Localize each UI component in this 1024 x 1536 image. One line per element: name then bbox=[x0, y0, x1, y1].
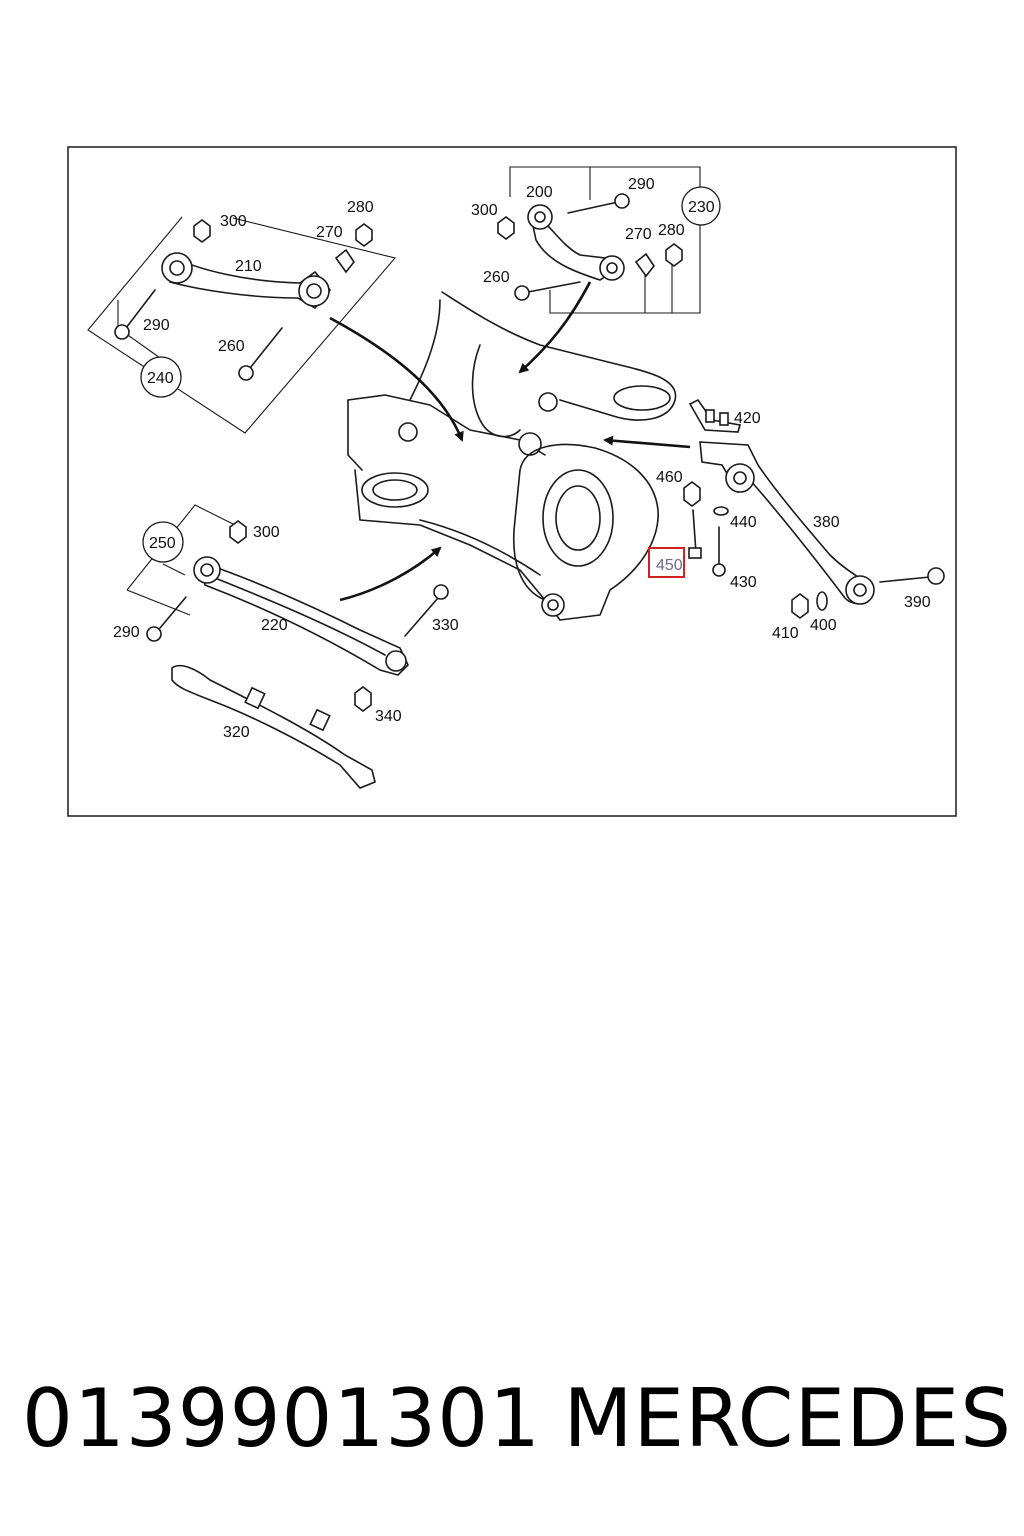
arrow-200-to-knuckle bbox=[518, 281, 592, 374]
arrow-220-to-knuckle bbox=[339, 546, 442, 602]
arrow-380-to-knuckle bbox=[603, 435, 691, 449]
label-300-lower: 300 bbox=[253, 524, 280, 541]
label-340: 340 bbox=[375, 708, 402, 725]
bolt-330 bbox=[404, 584, 449, 637]
arrow-210-to-knuckle bbox=[329, 316, 464, 442]
label-300-top: 300 bbox=[471, 202, 498, 219]
label-400: 400 bbox=[810, 617, 837, 634]
label-390: 390 bbox=[904, 594, 931, 611]
nut-460 bbox=[683, 481, 701, 507]
group-230-outline bbox=[509, 166, 701, 314]
group-250-outline bbox=[126, 504, 246, 616]
bolt-430 bbox=[712, 526, 726, 577]
label-430: 430 bbox=[730, 574, 757, 591]
brand-name: MERCEDES bbox=[563, 1371, 1012, 1465]
washer-270-top bbox=[634, 252, 655, 278]
label-240: 240 bbox=[147, 370, 174, 387]
bolt-450 bbox=[688, 509, 702, 559]
highlight-box-450 bbox=[648, 547, 685, 578]
nut-280-upper-left bbox=[355, 223, 373, 247]
label-220: 220 bbox=[261, 617, 288, 634]
label-330: 330 bbox=[432, 617, 459, 634]
control-arm-380 bbox=[699, 441, 875, 605]
washer-440 bbox=[713, 506, 729, 516]
part-number: 0139901301 bbox=[22, 1371, 541, 1465]
label-440: 440 bbox=[730, 514, 757, 531]
label-420: 420 bbox=[734, 410, 761, 427]
callout-240 bbox=[140, 356, 182, 398]
control-arm-210 bbox=[161, 252, 332, 310]
bolt-390 bbox=[879, 567, 945, 585]
bolt-260-top bbox=[514, 281, 581, 301]
label-280-top: 280 bbox=[658, 222, 685, 239]
nut-340 bbox=[354, 686, 372, 712]
label-290-top: 290 bbox=[628, 176, 655, 193]
callout-250 bbox=[142, 521, 184, 563]
label-410: 410 bbox=[772, 625, 799, 642]
label-320: 320 bbox=[223, 724, 250, 741]
washer-270-upper-left bbox=[334, 248, 355, 274]
label-210: 210 bbox=[235, 258, 262, 275]
label-280-upper-left: 280 bbox=[347, 199, 374, 216]
nut-280-top bbox=[665, 243, 683, 267]
nut-410 bbox=[791, 593, 809, 619]
caption: 0139901301 MERCEDES bbox=[22, 1368, 1012, 1468]
label-460: 460 bbox=[656, 469, 683, 486]
label-270-upper-left: 270 bbox=[316, 224, 343, 241]
nut-300-top bbox=[497, 216, 515, 240]
nut-300-lower bbox=[229, 520, 247, 544]
label-450: 450 bbox=[656, 557, 683, 574]
label-260-top: 260 bbox=[483, 269, 510, 286]
bolt-290-top bbox=[567, 193, 630, 214]
wheel-hub-knuckle bbox=[513, 443, 659, 621]
washer-400 bbox=[816, 591, 828, 611]
bolt-260-upper-left bbox=[238, 327, 283, 381]
bolt-290-upper-left bbox=[114, 289, 156, 340]
label-270-top: 270 bbox=[625, 226, 652, 243]
diagram-frame bbox=[67, 146, 957, 817]
label-260-upper-left: 260 bbox=[218, 338, 245, 355]
label-300-upper-left: 300 bbox=[220, 213, 247, 230]
bracket-420 bbox=[688, 398, 742, 433]
label-290-upper-left: 290 bbox=[143, 317, 170, 334]
control-arm-200 bbox=[527, 204, 625, 281]
cover-320 bbox=[171, 664, 376, 789]
control-arm-220 bbox=[193, 556, 409, 676]
nut-300-upper-left bbox=[193, 219, 211, 243]
bolt-290-lower bbox=[146, 596, 187, 642]
label-230: 230 bbox=[688, 199, 715, 216]
rear-axle-carrier bbox=[347, 291, 677, 601]
callout-230 bbox=[681, 186, 721, 226]
label-290-lower: 290 bbox=[113, 624, 140, 641]
label-250: 250 bbox=[149, 535, 176, 552]
label-380: 380 bbox=[813, 514, 840, 531]
label-200: 200 bbox=[526, 184, 553, 201]
